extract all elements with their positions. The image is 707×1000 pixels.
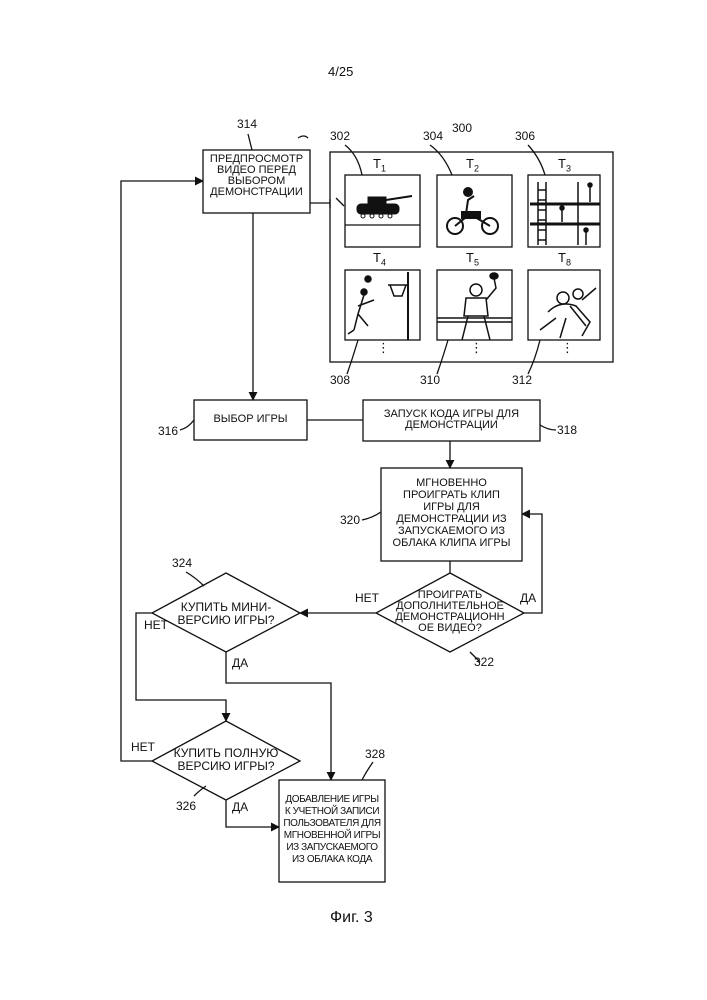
ref-306: 306: [515, 130, 535, 142]
arrow-full-no: [121, 181, 203, 761]
ref-310: 310: [420, 374, 440, 386]
motorcycle-picture: [447, 188, 498, 234]
tackle-picture: [540, 288, 596, 338]
ref-316: 316: [158, 425, 178, 437]
add-game-box-text: ДОБАВЛЕНИЕ ИГРЫК УЧЕТНОЙ ЗАПИСИ ПОЛЬЗОВА…: [279, 794, 385, 866]
tile-t6-more-dots: ⋮: [561, 342, 574, 354]
launch-box-text: ЗАПУСК КОДА ИГРЫ ДЛЯДЕМОНСТРАЦИИ: [363, 409, 540, 431]
tile-t5-more-dots: ⋮: [470, 342, 483, 354]
instant-play-box-text: МГНОВЕННОПРОИГРАТЬ КЛИП ИГРЫ ДЛЯДЕМОНСТР…: [381, 477, 522, 549]
game-select-box-text: ВЫБОР ИГРЫ: [194, 414, 307, 425]
ref-326: 326: [176, 800, 196, 812]
ref-308: 308: [330, 374, 350, 386]
ref-328: 328: [365, 748, 385, 760]
ref-302: 302: [330, 130, 350, 142]
tile-t2-label: T2: [466, 158, 479, 175]
tile-t5-label: T5: [466, 252, 479, 269]
tile-t4-more-dots: ⋮: [377, 342, 390, 354]
page-number: 4/25: [328, 66, 353, 78]
decision-play-more-text: ПРОИГРАТЬДОПОЛНИТЕЛЬНОЕ ДЕМОНСТРАЦИОННОЕ…: [376, 590, 524, 634]
decision-buy-mini-text: КУПИТЬ МИНИ-ВЕРСИЮ ИГРЫ?: [152, 601, 300, 627]
ref-322: 322: [474, 656, 494, 668]
decision-buy-full-text: КУПИТЬ ПОЛНУЮВЕРСИЮ ИГРЫ?: [152, 747, 300, 773]
ref-314: 314: [237, 118, 257, 130]
tile-t6-frame: [528, 270, 600, 340]
edge-label-mini-no: НЕТ: [144, 619, 168, 631]
ref-304: 304: [423, 130, 443, 142]
tile-t1-label: T1: [373, 158, 386, 175]
tile-t5-frame: [437, 270, 512, 340]
tank-picture: [357, 196, 412, 218]
ref-312: 312: [512, 374, 532, 386]
tile-t6-label: T8: [558, 252, 571, 269]
tile-t4-label: T4: [373, 252, 386, 269]
football-player-picture: [437, 273, 512, 340]
figure-caption: Фиг. 3: [330, 910, 373, 926]
ref-318: 318: [557, 424, 577, 436]
edge-label-play-yes: ДА: [520, 592, 536, 604]
ref-324: 324: [172, 557, 192, 569]
ref-320: 320: [340, 514, 360, 526]
edge-label-full-no: НЕТ: [131, 741, 155, 753]
preview-box-text: ПРЕДПРОСМОТРВИДЕО ПЕРЕД ВЫБОРОМДЕМОНСТРА…: [203, 154, 310, 198]
edge-label-mini-yes: ДА: [232, 657, 248, 669]
edge-label-full-yes: ДА: [232, 801, 248, 813]
tile-t3-label: T3: [558, 158, 571, 175]
ladder-scene-picture: [530, 182, 600, 245]
edge-label-play-no: НЕТ: [355, 592, 379, 604]
basketball-picture: [348, 272, 408, 340]
ref-300: 300: [452, 122, 472, 134]
